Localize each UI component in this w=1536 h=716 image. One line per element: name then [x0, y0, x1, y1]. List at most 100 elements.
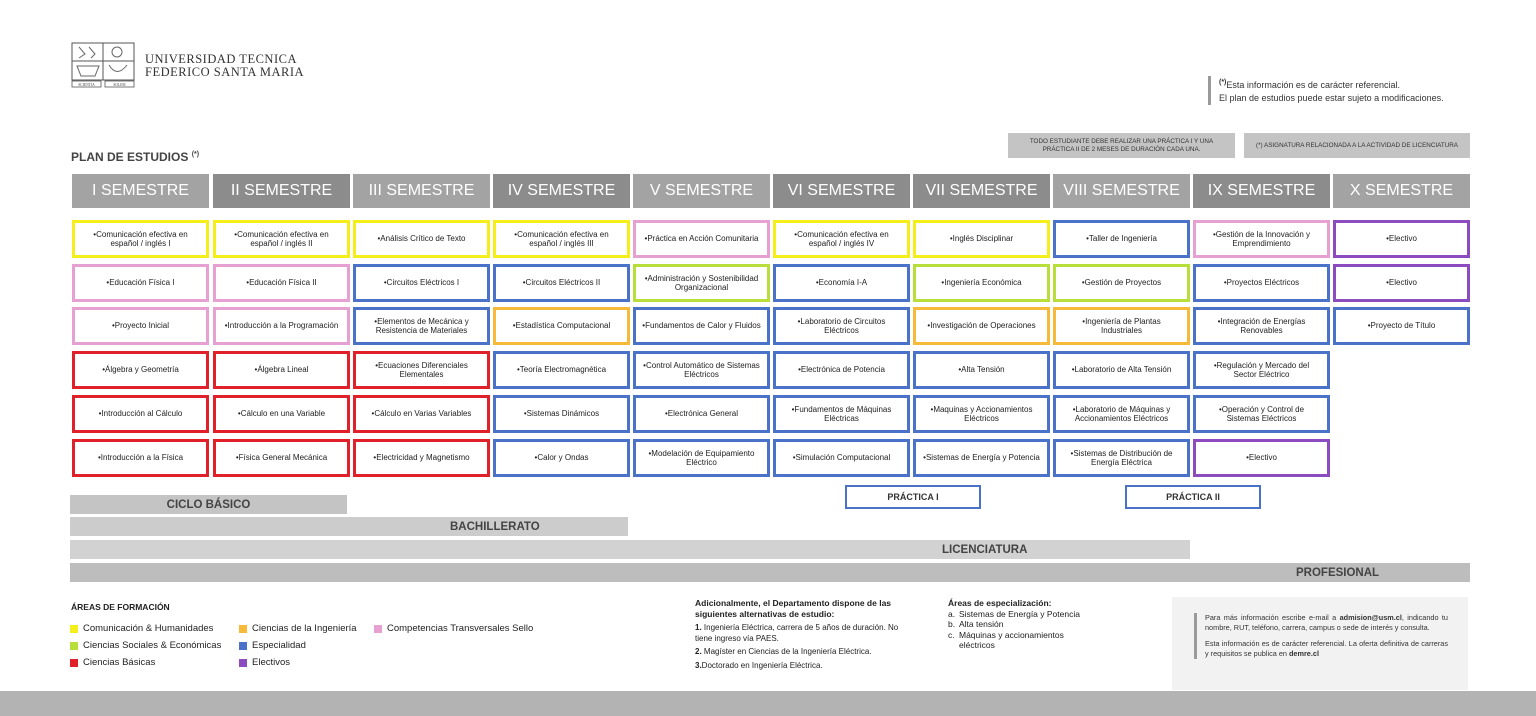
- semester-header: III SEMESTRE: [353, 174, 490, 208]
- course-box: •Maquinas y Accionamientos Eléctricos: [913, 395, 1050, 433]
- bachillerato-bar: BACHILLERATO: [70, 517, 628, 536]
- practica-note: TODO ESTUDIANTE DEBE REALIZAR UNA PRÁCTI…: [1008, 133, 1235, 158]
- practica-i: PRÁCTICA I: [845, 485, 981, 509]
- course-box: •Investigación de Operaciones: [913, 307, 1050, 345]
- course-box: •Electivo: [1333, 264, 1470, 302]
- course-box: •Simulación Computacional: [773, 439, 910, 477]
- course-box: •Introducción a la Física: [72, 439, 209, 477]
- specialization-letter: c.: [948, 629, 955, 640]
- legend-swatch: [70, 658, 78, 667]
- course-box: •Inglés Disciplinar: [913, 220, 1050, 258]
- semester-header: VIII SEMESTRE: [1053, 174, 1190, 208]
- course-box: •Introducción al Cálculo: [72, 395, 209, 433]
- ciclo-basico-label: CICLO BÁSICO: [166, 498, 251, 511]
- course-box: •Electrónica General: [633, 395, 770, 433]
- course-box: •Análisis Crítico de Texto: [353, 220, 490, 258]
- semester-header: IV SEMESTRE: [493, 174, 630, 208]
- semester-header: VII SEMESTRE: [913, 174, 1050, 208]
- course-box: •Alta Tensión: [913, 351, 1050, 389]
- semester-header: I SEMESTRE: [72, 174, 209, 208]
- footer-bar: [0, 691, 1536, 716]
- semester-header: II SEMESTRE: [213, 174, 350, 208]
- course-box: •Electrónica de Potencia: [773, 351, 910, 389]
- semester-header: VI SEMESTRE: [773, 174, 910, 208]
- legend-item: Ciencias Sociales & Económicas: [70, 640, 221, 651]
- additional-heading: Adicionalmente, el Departamento dispone …: [695, 598, 892, 619]
- course-box: •Estadística Computacional: [493, 307, 630, 345]
- university-name: UNIVERSIDAD TECNICA FEDERICO SANTA MARIA: [145, 53, 304, 79]
- course-box: •Comunicación efectiva en español / ingl…: [493, 220, 630, 258]
- course-box: •Sistemas de Energía y Potencia: [913, 439, 1050, 477]
- profesional-bar: PROFESIONAL: [70, 563, 1470, 582]
- disclaimer-line2: El plan de estudios puede estar sujeto a…: [1219, 93, 1444, 103]
- legend-label: Ciencias de la Ingeniería: [252, 623, 357, 634]
- email-link[interactable]: admision@usm.cl: [1339, 613, 1402, 622]
- course-box: •Laboratorio de Máquinas y Accionamiento…: [1053, 395, 1190, 433]
- areas-title: ÁREAS DE FORMACIÓN: [71, 602, 170, 612]
- legend-item: Comunicación & Humanidades: [70, 623, 213, 634]
- additional-item-num: 1.: [695, 623, 702, 632]
- course-box: •Álgebra Lineal: [213, 351, 350, 389]
- additional-item-text: Ingeniería Eléctrica, carrera de 5 años …: [695, 623, 899, 643]
- legend-swatch: [239, 658, 247, 667]
- website-link[interactable]: demre.cl: [1288, 648, 1319, 658]
- course-box: •Ingeniería de Plantas Industriales: [1053, 307, 1190, 345]
- course-box: •Gestión de la Innovación y Emprendimien…: [1193, 220, 1330, 258]
- legend-swatch: [239, 624, 247, 633]
- course-box: •Electivo: [1193, 439, 1330, 477]
- specialization-text: Máquinas y accionamientos eléctricos: [959, 629, 1064, 651]
- course-box: •Taller de Ingeniería: [1053, 220, 1190, 258]
- course-box: •Calor y Ondas: [493, 439, 630, 477]
- course-box: •Elementos de Mecánica y Resistencia de …: [353, 307, 490, 345]
- course-box: •Modelación de Equipamiento Eléctrico: [633, 439, 770, 477]
- specialization-item: c. Máquinas y accionamientos eléctricos: [948, 630, 1083, 651]
- info-text-a: Para más información escribe e-mail a: [1205, 613, 1340, 622]
- university-name-line2: FEDERICO SANTA MARIA: [145, 65, 305, 79]
- course-box: •Cálculo en una Variable: [213, 395, 350, 433]
- semester-header: X SEMESTRE: [1333, 174, 1470, 208]
- additional-programs: Adicionalmente, el Departamento dispone …: [695, 598, 910, 671]
- course-box: •Electricidad y Magnetismo: [353, 439, 490, 477]
- specialization-text: Sistemas de Energía y Potencia: [959, 608, 1080, 619]
- disclaimer-mark: (*): [1219, 79, 1227, 86]
- specialization-item: b.Alta tensión: [948, 619, 1083, 630]
- legend-swatch: [374, 624, 382, 633]
- course-box: •Integración de Energías Renovables: [1193, 307, 1330, 345]
- licenciatura-bar: LICENCIATURA: [70, 540, 1190, 559]
- course-box: •Laboratorio de Circuitos Eléctricos: [773, 307, 910, 345]
- disclaimer-line1: Esta información es de carácter referenc…: [1226, 80, 1400, 90]
- course-box: •Sistemas de Distribución de Energía Elé…: [1053, 439, 1190, 477]
- additional-item-num: 3.: [695, 660, 702, 670]
- specialization-areas: Áreas de especialización: a.Sistemas de …: [948, 598, 1083, 651]
- course-box: •Ingeniería Económica: [913, 264, 1050, 302]
- course-box: •Teoría Electromagnética: [493, 351, 630, 389]
- info-text-b: , indicando tu nombre, RUT, teléfono, ca…: [1205, 613, 1448, 633]
- specialization-item: a.Sistemas de Energía y Potencia: [948, 609, 1083, 620]
- legend-item: Competencias Transversales Sello: [374, 623, 533, 634]
- course-box: •Operación y Control de Sistemas Eléctri…: [1193, 395, 1330, 433]
- specialization-letter: b.: [948, 619, 956, 629]
- course-box: •Proyecto Inicial: [72, 307, 209, 345]
- course-box: •Comunicación efectiva en español / ingl…: [213, 220, 350, 258]
- additional-item: 3.Doctorado en Ingeniería Eléctrica.: [695, 661, 910, 672]
- course-box: •Cálculo en Varias Variables: [353, 395, 490, 433]
- additional-item-text: Magíster en Ciencias de la Ingeniería El…: [703, 647, 872, 656]
- logo-motto-left: SCIENTIA: [78, 83, 95, 87]
- semester-header: V SEMESTRE: [633, 174, 770, 208]
- legend-item: Especialidad: [239, 640, 306, 651]
- course-box: •Administración y Sostenibilidad Organiz…: [633, 264, 770, 302]
- specialization-letter: a.: [948, 608, 956, 619]
- legend-swatch: [70, 624, 78, 633]
- course-box: •Fundamentos de Calor y Fluidos: [633, 307, 770, 345]
- course-box: •Control Automático de Sistemas Eléctric…: [633, 351, 770, 389]
- course-box: •Proyecto de Título: [1333, 307, 1470, 345]
- practica-ii: PRÁCTICA II: [1125, 485, 1261, 509]
- legend-swatch: [70, 641, 78, 650]
- legend-label: Competencias Transversales Sello: [387, 623, 534, 634]
- course-box: •Circuitos Eléctricos I: [353, 264, 490, 302]
- legend-swatch: [239, 641, 247, 650]
- semester-header: IX SEMESTRE: [1193, 174, 1330, 208]
- course-box: •Álgebra y Geometría: [72, 351, 209, 389]
- course-box: •Economía I-A: [773, 264, 910, 302]
- bachillerato-label: BACHILLERATO: [450, 520, 540, 533]
